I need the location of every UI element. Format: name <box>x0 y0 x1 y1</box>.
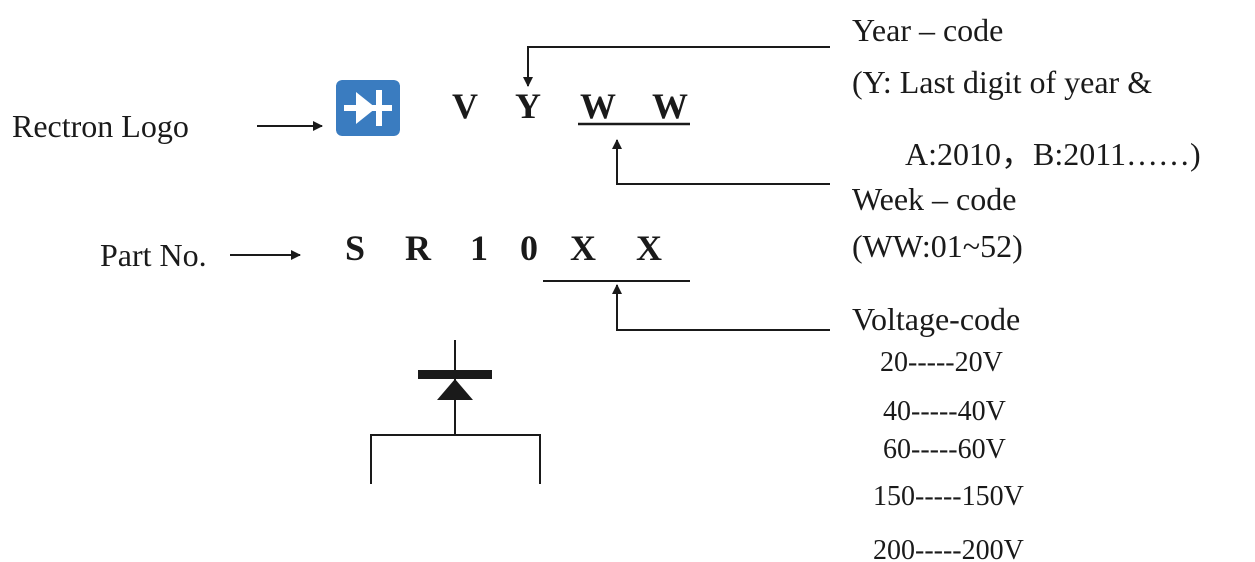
marking-char-year: Y <box>515 86 541 126</box>
week-code-desc: (WW:01~52) <box>852 228 1023 264</box>
voltage-code-item: 150-----150V <box>873 481 1024 512</box>
part-char-0: 0 <box>520 228 538 268</box>
diode-schematic-icon <box>370 340 541 484</box>
week-code-leader <box>612 139 830 185</box>
part-char-1: 1 <box>470 228 488 268</box>
part-char-x-2: X <box>636 228 662 268</box>
rectron-logo-label: Rectron Logo <box>12 108 189 144</box>
marking-char-week-1: W <box>580 86 616 126</box>
voltage-code-item: 200-----200V <box>873 535 1024 562</box>
part-char-r: R <box>405 228 431 268</box>
voltage-code-item: 60-----60V <box>883 434 1006 465</box>
voltage-code-item: 20-----20V <box>880 347 1003 378</box>
part-char-s: S <box>345 228 366 268</box>
part-char-x-1: X <box>570 228 596 268</box>
marking-char-v: V <box>452 86 478 126</box>
year-code-leader <box>523 46 830 87</box>
voltage-code-title: Voltage-code <box>852 301 1021 337</box>
year-code-desc-line2: A:2010，B:2011……) <box>905 136 1201 172</box>
part-no-label: Part No. <box>100 237 207 273</box>
rectron-diode-logo-icon <box>336 80 400 136</box>
year-code-title: Year – code <box>852 12 1004 48</box>
voltage-code-leader <box>612 284 830 331</box>
week-code-title: Week – code <box>852 181 1017 217</box>
year-code-desc-line1: (Y: Last digit of year & <box>852 64 1153 100</box>
marking-char-week-2: W <box>652 86 688 126</box>
voltage-code-item: 40-----40V <box>883 396 1006 427</box>
